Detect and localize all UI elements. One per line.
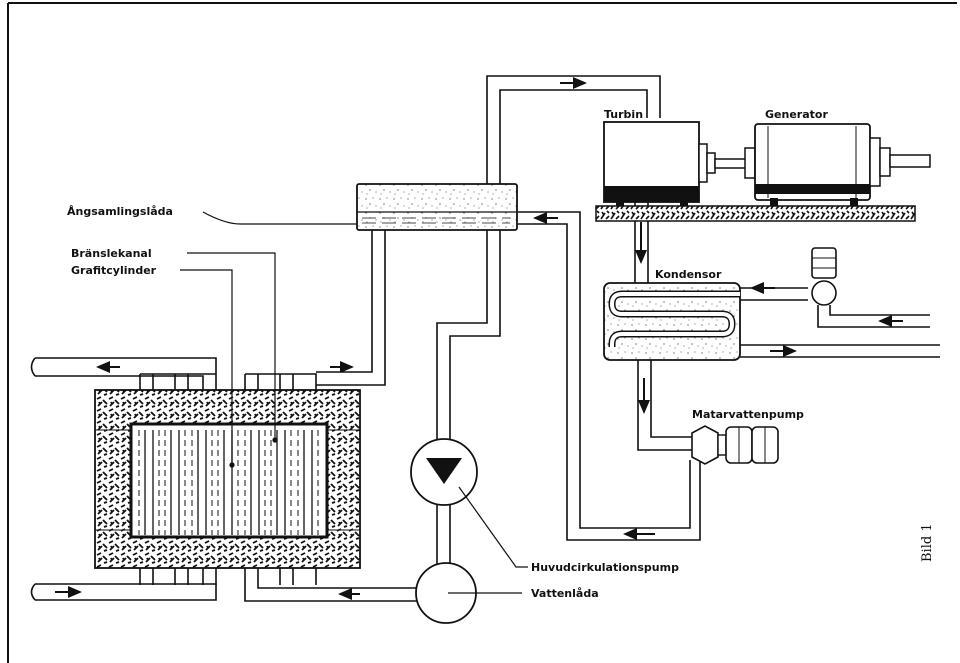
turbine bbox=[603, 121, 756, 203]
label-vattenlada: Vattenlåda bbox=[531, 587, 599, 600]
feedwater-pump bbox=[691, 425, 779, 465]
reactor-core bbox=[94, 389, 361, 569]
label-grafitcylinder: Grafitcylinder bbox=[71, 264, 157, 277]
leader-lines bbox=[180, 211, 528, 594]
main-circulation-pump bbox=[410, 438, 478, 506]
label-kondensor: Kondensor bbox=[655, 268, 722, 281]
frame-border bbox=[7, 2, 957, 663]
flow-arrows bbox=[55, 77, 903, 600]
label-turbin: Turbin bbox=[604, 108, 643, 121]
label-huvudcirkulationspump: Huvudcirkulationspump bbox=[531, 561, 679, 574]
label-branslekanal: Bränslekanal bbox=[71, 247, 152, 260]
generator bbox=[744, 123, 931, 201]
steam-drum bbox=[356, 183, 518, 231]
label-matarvattenpump: Matarvattenpump bbox=[692, 408, 804, 421]
label-generator: Generator bbox=[765, 108, 828, 121]
machine-base bbox=[595, 205, 916, 222]
condenser bbox=[603, 282, 741, 361]
label-angsamlingslada: Ångsamlingslåda bbox=[67, 205, 173, 218]
figure-caption: Bild 1 bbox=[920, 523, 935, 562]
cooling-water-pump bbox=[811, 247, 837, 306]
